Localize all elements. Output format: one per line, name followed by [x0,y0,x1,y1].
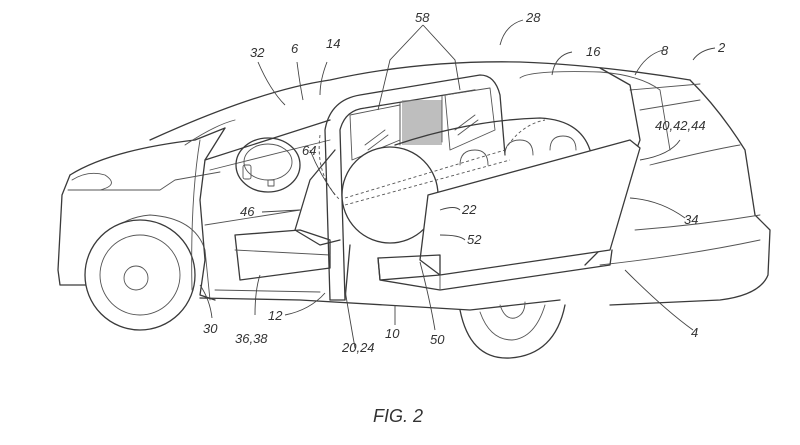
leader-lines [199,19,716,349]
vehicle-body [57,61,771,359]
front-seat-area [234,134,341,281]
seat-back-assembly [324,74,506,301]
label-58: 58 [415,10,430,25]
label-64: 64 [302,143,316,158]
label-32: 32 [250,45,265,60]
label-12: 12 [268,308,283,323]
rear-bench-seat [377,139,641,291]
label-14: 14 [326,36,340,51]
label-30: 30 [203,321,218,336]
label-36-38: 36,38 [235,331,268,346]
figure-caption: FIG. 2 [373,406,423,426]
label-4: 4 [691,325,698,340]
label-50: 50 [430,332,445,347]
label-20-24: 20,24 [341,340,375,355]
rear-wheel [459,304,566,359]
label-40-42-44: 40,42,44 [655,118,706,133]
label-34: 34 [684,212,698,227]
label-10: 10 [385,326,400,341]
label-16: 16 [586,44,601,59]
label-22: 22 [461,202,477,217]
label-2: 2 [717,40,726,55]
label-46: 46 [240,204,255,219]
label-28: 28 [525,10,541,25]
reference-labels: 58 28 32 6 14 16 8 2 40,42,44 34 4 64 46… [203,10,726,355]
steering-wheel [235,137,301,193]
label-6: 6 [291,41,299,56]
label-8: 8 [661,43,669,58]
label-52: 52 [467,232,482,247]
mesh-panel [402,100,442,145]
front-wheel [84,219,196,331]
